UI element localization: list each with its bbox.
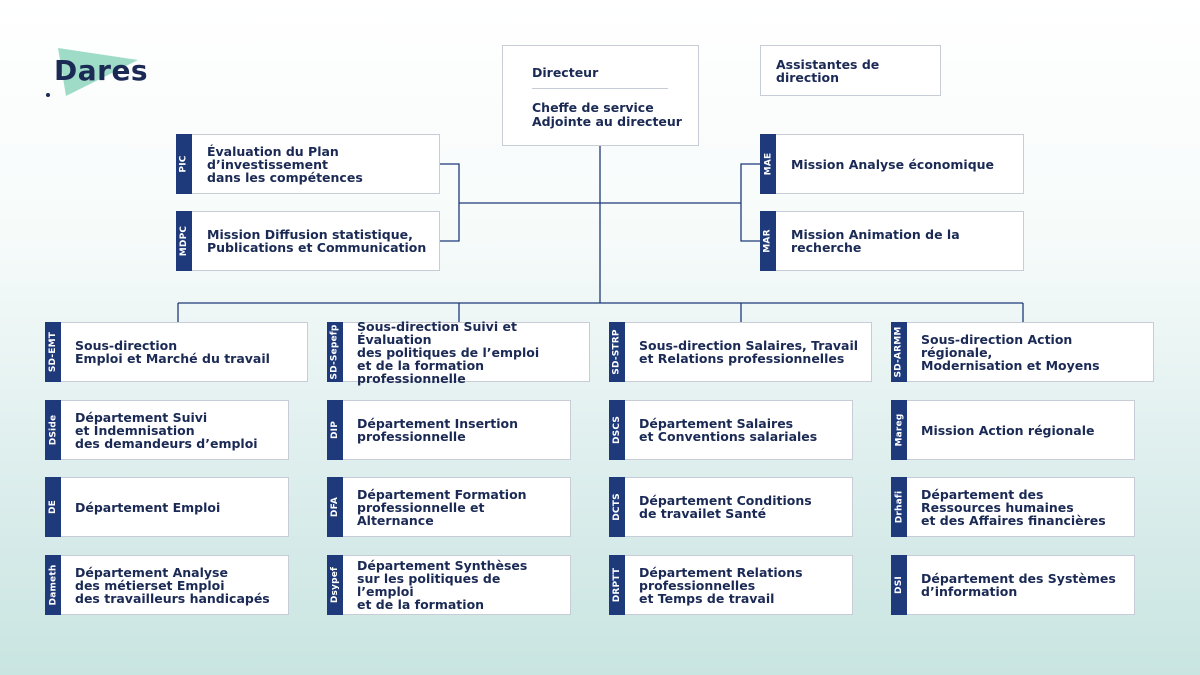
- dip-label: Département Insertion professionnelle: [357, 416, 518, 444]
- dameth-box[interactable]: Dameth Département Analyse des métierset…: [45, 555, 289, 615]
- dip-tag: DIP: [327, 400, 343, 460]
- sd-sepefp-box[interactable]: SD-Sepefp Sous-direction Suivi et Évalua…: [327, 318, 590, 386]
- mission-mar-box[interactable]: MAR Mission Animation de la recherche: [760, 211, 1024, 271]
- sd-armm-label: Sous-direction Action régionale, Moderni…: [921, 331, 1100, 373]
- sd-strp-tag: SD-STRP: [609, 322, 625, 382]
- sd-sepefp-tag: SD-Sepefp: [327, 322, 343, 382]
- assistantes-label: Assistantes de direction: [776, 56, 880, 85]
- dscs-label: Département Salaires et Conventions sala…: [639, 416, 818, 444]
- dsypef-box[interactable]: Dsypef Département Synthèses sur les pol…: [327, 555, 571, 615]
- mission-pic-box[interactable]: PIC Évaluation du Plan d’investissement …: [176, 134, 440, 194]
- sd-strp-label: Sous-direction Salaires, Travail et Rela…: [639, 338, 859, 366]
- dsypef-tag: Dsypef: [327, 555, 343, 615]
- dside-label: Département Suivi et Indemnisation des d…: [75, 409, 258, 451]
- dsi-label: Département des Systèmes d’information: [921, 571, 1116, 599]
- sd-emt-tag: SD-EMT: [45, 322, 61, 382]
- assistantes-box[interactable]: Assistantes de direction: [760, 45, 941, 96]
- sd-armm-tag: SD-ARMM: [891, 322, 907, 382]
- dscs-box[interactable]: DSCS Département Salaires et Conventions…: [609, 400, 853, 460]
- drptt-box[interactable]: DRPTT Département Relations professionne…: [609, 555, 853, 615]
- mareg-tag: Mareg: [891, 400, 907, 460]
- directeur-divider: [532, 88, 668, 89]
- mae-label: Mission Analyse économique: [791, 156, 995, 172]
- logo-dot: [46, 93, 50, 97]
- dsypef-label: Département Synthèses sur les politiques…: [357, 558, 528, 612]
- drhafi-tag: Drhafi: [891, 477, 907, 537]
- pic-label: Évaluation du Plan d’investissement dans…: [207, 143, 363, 185]
- mission-mae-box[interactable]: MAE Mission Analyse économique: [760, 134, 1024, 194]
- dcts-box[interactable]: DCTS Département Conditions de travailet…: [609, 477, 853, 537]
- dscs-tag: DSCS: [609, 400, 625, 460]
- drhafi-label: Département des Ressources humaines et d…: [921, 486, 1106, 528]
- mdpc-label: Mission Diffusion statistique, Publicati…: [207, 227, 427, 255]
- mar-label: Mission Animation de la recherche: [791, 227, 960, 255]
- drptt-tag: DRPTT: [609, 555, 625, 615]
- mareg-box[interactable]: Mareg Mission Action régionale: [891, 400, 1135, 460]
- dsi-tag: DSI: [891, 555, 907, 615]
- de-label: Département Emploi: [75, 499, 221, 515]
- dcts-tag: DCTS: [609, 477, 625, 537]
- adjointe-label: Cheffe de service Adjointe au directeur: [532, 100, 682, 129]
- sd-strp-box[interactable]: SD-STRP Sous-direction Salaires, Travail…: [609, 322, 872, 382]
- directeur-box[interactable]: Directeur Cheffe de service Adjointe au …: [502, 45, 699, 146]
- sd-emt-label: Sous-direction Emploi et Marché du trava…: [75, 338, 270, 366]
- dameth-label: Département Analyse des métierset Emploi…: [75, 564, 270, 606]
- dfa-box[interactable]: DFA Département Formation professionnell…: [327, 477, 571, 537]
- mareg-label: Mission Action régionale: [921, 422, 1095, 438]
- drptt-label: Département Relations professionnelles e…: [639, 564, 803, 606]
- de-tag: DE: [45, 477, 61, 537]
- de-box[interactable]: DE Département Emploi: [45, 477, 289, 537]
- sd-sepefp-label: Sous-direction Suivi et Évaluation des p…: [357, 318, 540, 386]
- dsi-box[interactable]: DSI Département des Systèmes d’informati…: [891, 555, 1135, 615]
- dcts-label: Département Conditions de travailet Sant…: [639, 493, 812, 521]
- mae-tag: MAE: [760, 134, 776, 194]
- pic-tag: PIC: [176, 134, 192, 194]
- mar-tag: MAR: [760, 211, 776, 271]
- logo-teal-shape: [58, 48, 138, 96]
- sd-emt-box[interactable]: SD-EMT Sous-direction Emploi et Marché d…: [45, 322, 308, 382]
- mission-mdpc-box[interactable]: MDPC Mission Diffusion statistique, Publ…: [176, 211, 440, 271]
- dside-tag: DSide: [45, 400, 61, 460]
- directeur-label: Directeur: [532, 65, 599, 80]
- dfa-tag: DFA: [327, 477, 343, 537]
- logo-text: Dares: [54, 54, 149, 87]
- dameth-tag: Dameth: [45, 555, 61, 615]
- sd-armm-box[interactable]: SD-ARMM Sous-direction Action régionale,…: [891, 322, 1154, 382]
- dares-logo: Dares: [46, 46, 156, 106]
- dfa-label: Département Formation professionnelle et…: [357, 486, 527, 528]
- dip-box[interactable]: DIP Département Insertion professionnell…: [327, 400, 571, 460]
- dside-box[interactable]: DSide Département Suivi et Indemnisation…: [45, 400, 289, 460]
- mdpc-tag: MDPC: [176, 211, 192, 271]
- drhafi-box[interactable]: Drhafi Département des Ressources humain…: [891, 477, 1135, 537]
